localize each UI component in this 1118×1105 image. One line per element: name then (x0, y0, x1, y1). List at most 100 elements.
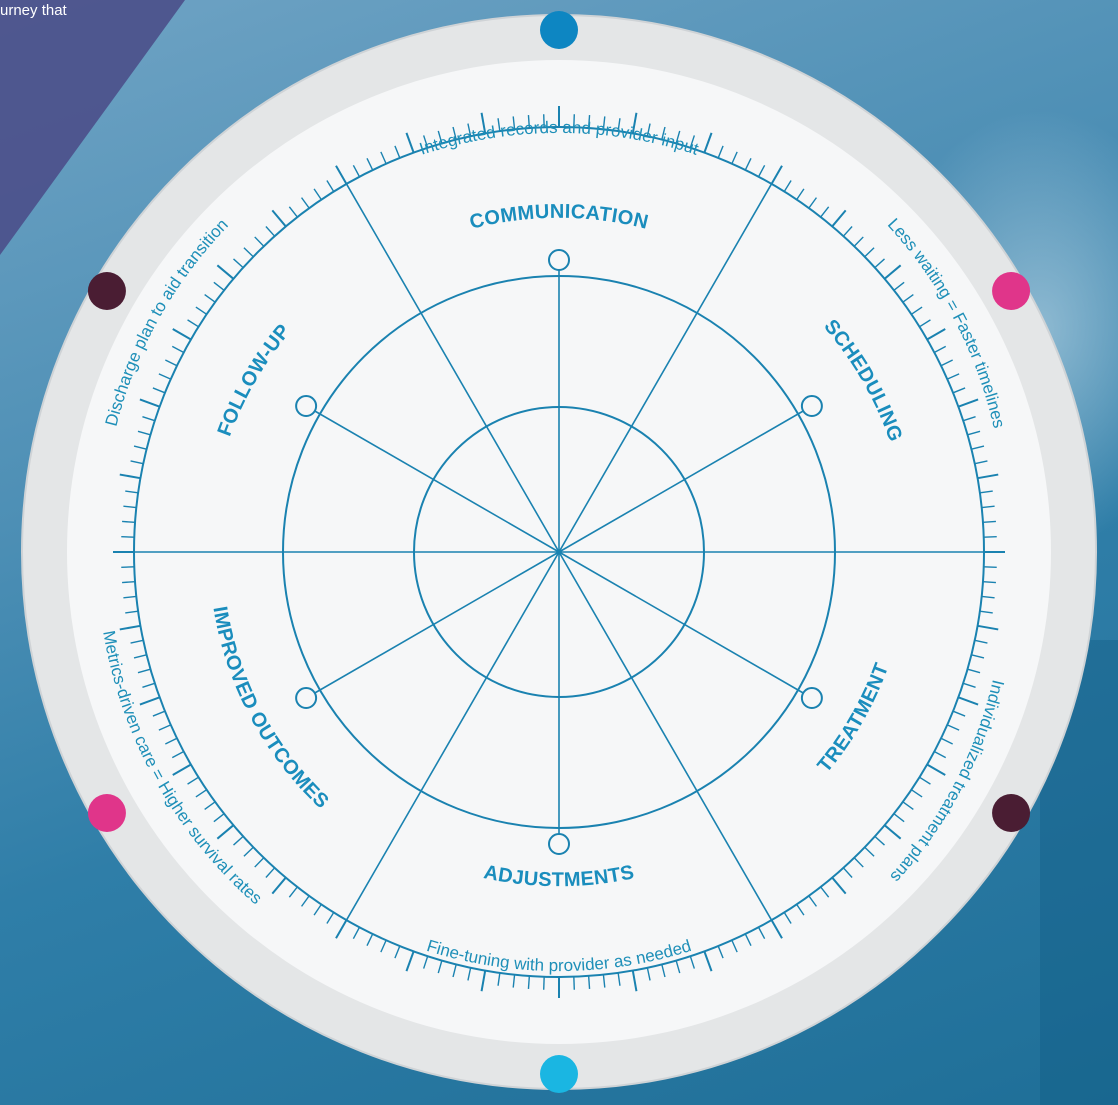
background-purple-panel (0, 0, 185, 255)
tick-mark (204, 293, 216, 303)
tick-mark (512, 974, 516, 988)
tick-mark (602, 974, 606, 988)
tick-mark (452, 964, 457, 978)
tick-mark (380, 151, 387, 165)
tick-mark (731, 939, 738, 953)
tick-mark (187, 319, 199, 328)
tick-mark (165, 737, 178, 745)
tick-mark (979, 490, 993, 494)
tick-mark (313, 188, 322, 201)
tick-mark (300, 895, 310, 907)
tick-mark (661, 126, 666, 140)
bottom-dot (540, 1055, 578, 1093)
tick-mark (366, 933, 374, 946)
tick-mark (422, 955, 429, 969)
tick-mark (467, 967, 472, 981)
tick-mark (213, 281, 225, 291)
tick-mark (165, 359, 178, 367)
tick-mark (971, 654, 985, 659)
node-communication (548, 249, 570, 271)
tick-mark (122, 520, 136, 524)
tick-mark (326, 180, 335, 192)
tick-mark (689, 135, 696, 149)
lower-left-dot (87, 794, 126, 832)
tick-mark (661, 964, 666, 978)
tick-mark (940, 737, 953, 745)
tick-mark (326, 912, 335, 924)
tick-mark (265, 867, 276, 878)
tick-mark (933, 750, 947, 759)
tick-mark (394, 145, 401, 159)
node-improved-outcomes (295, 687, 318, 709)
tick-mark (216, 264, 235, 280)
lower-right-dot (992, 794, 1031, 832)
tick-mark (958, 696, 979, 706)
tick-mark (123, 505, 137, 509)
tick-mark (971, 445, 985, 450)
tick-mark (133, 654, 147, 659)
tick-mark (962, 682, 976, 689)
tick-mark (497, 972, 501, 986)
tick-mark (675, 960, 681, 974)
tick-mark (288, 206, 298, 218)
tick-mark (744, 933, 752, 946)
tick-mark (437, 960, 443, 974)
tick-mark (757, 926, 766, 940)
corner-text: urney that (0, 2, 67, 19)
tick-mark (335, 165, 348, 185)
tick-mark (946, 373, 960, 380)
tick-mark (770, 165, 783, 185)
tick-mark (587, 115, 591, 129)
tick-mark (919, 319, 931, 328)
tick-mark (119, 473, 141, 480)
tick-mark (352, 164, 361, 178)
section-spoke (558, 551, 807, 696)
top-dot (540, 11, 578, 49)
tick-mark (820, 886, 830, 898)
tick-mark (958, 398, 979, 408)
tick-mark (689, 955, 696, 969)
tick-mark (617, 118, 621, 132)
tick-mark (910, 306, 923, 315)
tick-mark (137, 430, 151, 436)
tick-mark (926, 328, 946, 341)
tick-mark (152, 387, 166, 394)
node-adjustments (548, 833, 570, 855)
tick-mark (910, 789, 923, 798)
tick-mark (974, 639, 988, 644)
tick-mark (703, 951, 713, 972)
tick-mark (831, 209, 847, 228)
tick-mark (254, 236, 265, 247)
tick-mark (796, 903, 805, 916)
tick-mark (527, 975, 531, 989)
tick-mark (405, 132, 415, 153)
tick-mark (125, 490, 139, 494)
tick-mark (946, 724, 960, 731)
tick-mark (243, 247, 254, 258)
tick-mark (172, 763, 192, 776)
section-nodes (295, 249, 823, 855)
tick-mark (122, 580, 136, 584)
tick-mark (213, 813, 225, 823)
section-spoke (311, 408, 560, 553)
tick-mark (172, 328, 192, 341)
tick-mark (808, 895, 818, 907)
tick-mark (587, 975, 591, 989)
tick-mark (125, 610, 139, 614)
upper-right-dot (992, 272, 1031, 310)
tick-mark (300, 197, 310, 209)
tick-mark (171, 750, 185, 759)
tick-mark (646, 967, 651, 981)
spokes (134, 183, 984, 921)
tick-mark (977, 624, 999, 631)
tick-marks (113, 106, 1005, 998)
tick-mark (940, 359, 953, 367)
node-scheduling (800, 395, 823, 417)
tick-mark (631, 112, 638, 134)
tick-mark (512, 116, 516, 130)
tick-mark (195, 789, 208, 798)
tick-mark (770, 919, 783, 939)
tick-mark (808, 197, 818, 209)
node-treatment (800, 687, 823, 709)
tick-mark (405, 951, 415, 972)
